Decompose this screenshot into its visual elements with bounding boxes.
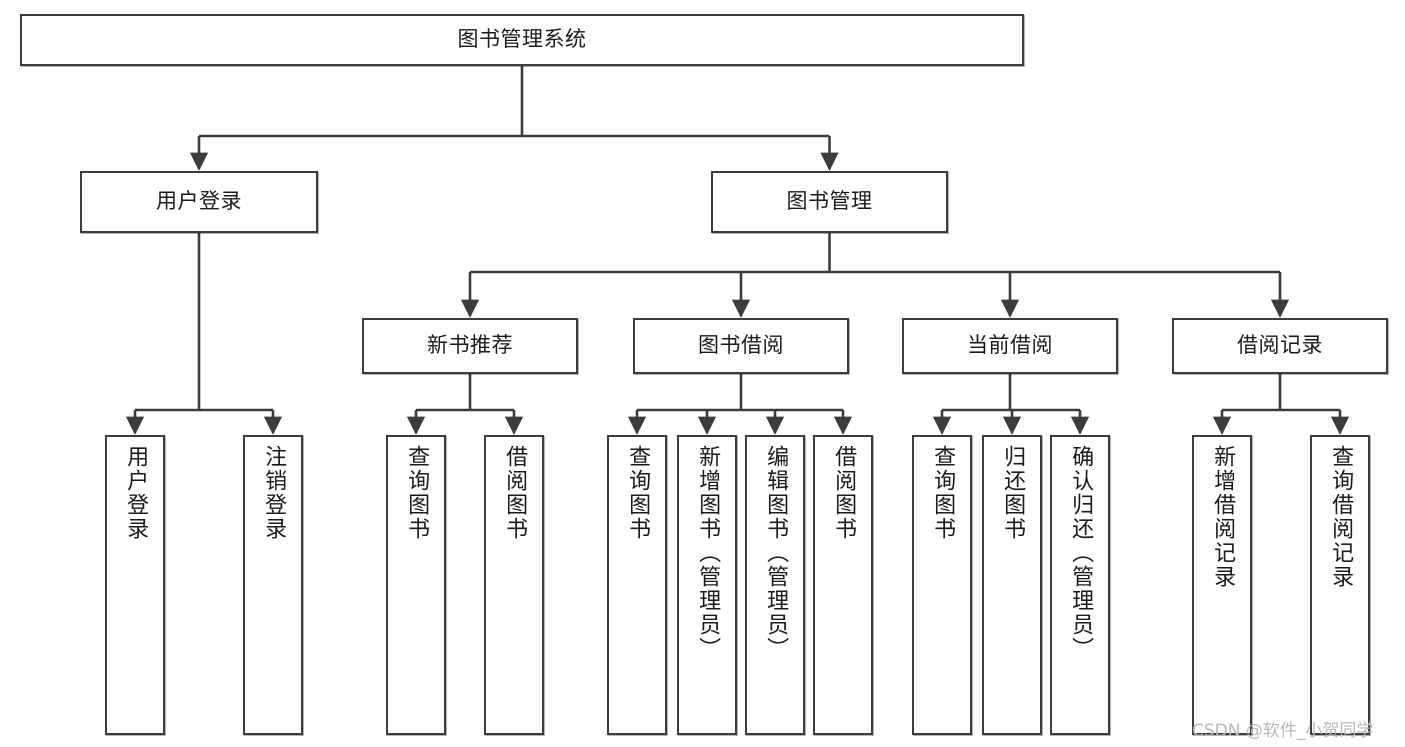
leaf-node-leaf-logout[interactable]: 注销登录	[243, 435, 303, 735]
node-label: 注销登录	[261, 445, 287, 541]
node-label: 编辑图书（管理员）	[763, 445, 789, 661]
node-label: 借阅记录	[1237, 333, 1323, 358]
node-label: 图书管理系统	[457, 27, 587, 52]
node-label: 借阅图书	[502, 445, 528, 541]
leaf-node-leaf-confirm-return-admin[interactable]: 确认归还（管理员）	[1050, 435, 1110, 735]
node-label: 用户登录	[123, 445, 149, 541]
leaf-node-leaf-return-book[interactable]: 归还图书	[982, 435, 1042, 735]
leaf-node-leaf-add-book-admin[interactable]: 新增图书（管理员）	[677, 435, 737, 735]
node-label: 查询图书	[404, 445, 430, 541]
node-label: 新增图书（管理员）	[695, 445, 721, 661]
node-borrow-record[interactable]: 借阅记录	[1172, 318, 1388, 374]
node-book-manage[interactable]: 图书管理	[711, 171, 948, 233]
leaf-node-leaf-query-book-borrow[interactable]: 查询图书	[607, 435, 667, 735]
leaf-node-leaf-borrow-book[interactable]: 借阅图书	[813, 435, 873, 735]
node-label: 新书推荐	[427, 333, 513, 358]
node-label: 用户登录	[156, 189, 242, 214]
node-label: 借阅图书	[831, 445, 857, 541]
root-node-root[interactable]: 图书管理系统	[20, 14, 1024, 66]
node-user-login[interactable]: 用户登录	[80, 171, 318, 233]
node-label: 归还图书	[1000, 445, 1026, 541]
leaf-node-leaf-add-borrow-record[interactable]: 新增借阅记录	[1192, 435, 1252, 735]
leaf-node-leaf-query-book-current[interactable]: 查询图书	[912, 435, 972, 735]
leaf-node-leaf-borrow-book-rec[interactable]: 借阅图书	[484, 435, 544, 735]
node-label: 查询借阅记录	[1328, 445, 1354, 589]
node-label: 新增借阅记录	[1210, 445, 1236, 589]
node-label: 图书借阅	[698, 333, 784, 358]
node-label: 查询图书	[930, 445, 956, 541]
node-new-book-recommend[interactable]: 新书推荐	[362, 318, 578, 374]
node-label: 确认归还（管理员）	[1068, 445, 1094, 661]
leaf-node-leaf-query-book-rec[interactable]: 查询图书	[386, 435, 446, 735]
leaf-node-leaf-user-login[interactable]: 用户登录	[105, 435, 165, 735]
node-label: 图书管理	[786, 189, 873, 214]
node-book-borrow[interactable]: 图书借阅	[633, 318, 849, 374]
node-label: 查询图书	[625, 445, 651, 541]
leaf-node-leaf-edit-book-admin[interactable]: 编辑图书（管理员）	[745, 435, 805, 735]
csdn-watermark: CSDN @软件_小贺同学	[1192, 721, 1374, 741]
node-current-borrow[interactable]: 当前借阅	[902, 318, 1118, 374]
leaf-node-leaf-query-borrow-record[interactable]: 查询借阅记录	[1310, 435, 1370, 735]
node-label: 当前借阅	[967, 333, 1053, 358]
